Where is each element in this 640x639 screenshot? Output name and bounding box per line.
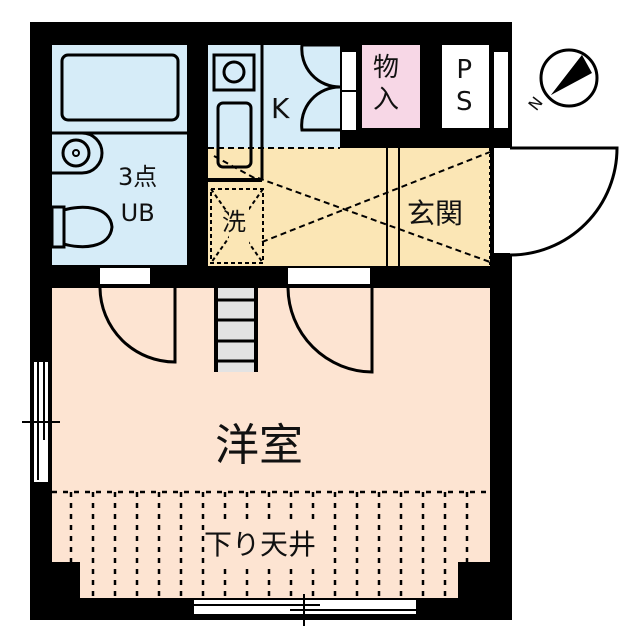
pipe-space — [442, 45, 489, 128]
toilet-icon — [50, 205, 66, 249]
lowered-ceiling-hatch — [52, 490, 490, 598]
western-room — [52, 288, 490, 598]
storage-door-icon — [300, 43, 341, 132]
bath-label-line2: UB — [120, 199, 155, 227]
bathtub-icon — [60, 53, 180, 122]
western-room-label: 洋室 — [215, 420, 303, 471]
washroom-label: 洗 — [222, 208, 246, 236]
ps-label: P S — [456, 57, 473, 115]
north-arrow-icon — [539, 48, 599, 108]
lowered-ceiling-label: 下り天井 — [204, 528, 317, 561]
bottom-window-icon — [194, 594, 416, 626]
bath-label-line1: 3点 — [118, 163, 158, 191]
storage-closet — [362, 45, 420, 128]
loft-ladder-icon — [214, 288, 258, 372]
sink-icon — [52, 131, 104, 175]
storage-label-line1: 物 — [373, 53, 400, 83]
storage-label: 物 入 — [373, 55, 399, 113]
entrance-door-icon — [509, 146, 619, 257]
stove-icon — [212, 53, 256, 92]
entrance-label: 玄関 — [407, 197, 464, 230]
storage-label-line2: 入 — [373, 85, 400, 115]
kitchen-label: K — [271, 92, 290, 125]
room-door-icon — [286, 287, 374, 374]
left-window-icon — [22, 362, 60, 482]
ps-label-line2: S — [456, 87, 473, 117]
bath-door-icon — [98, 287, 177, 364]
ps-label-line1: P — [456, 55, 473, 85]
bath-label: 3点 UB — [118, 165, 157, 225]
